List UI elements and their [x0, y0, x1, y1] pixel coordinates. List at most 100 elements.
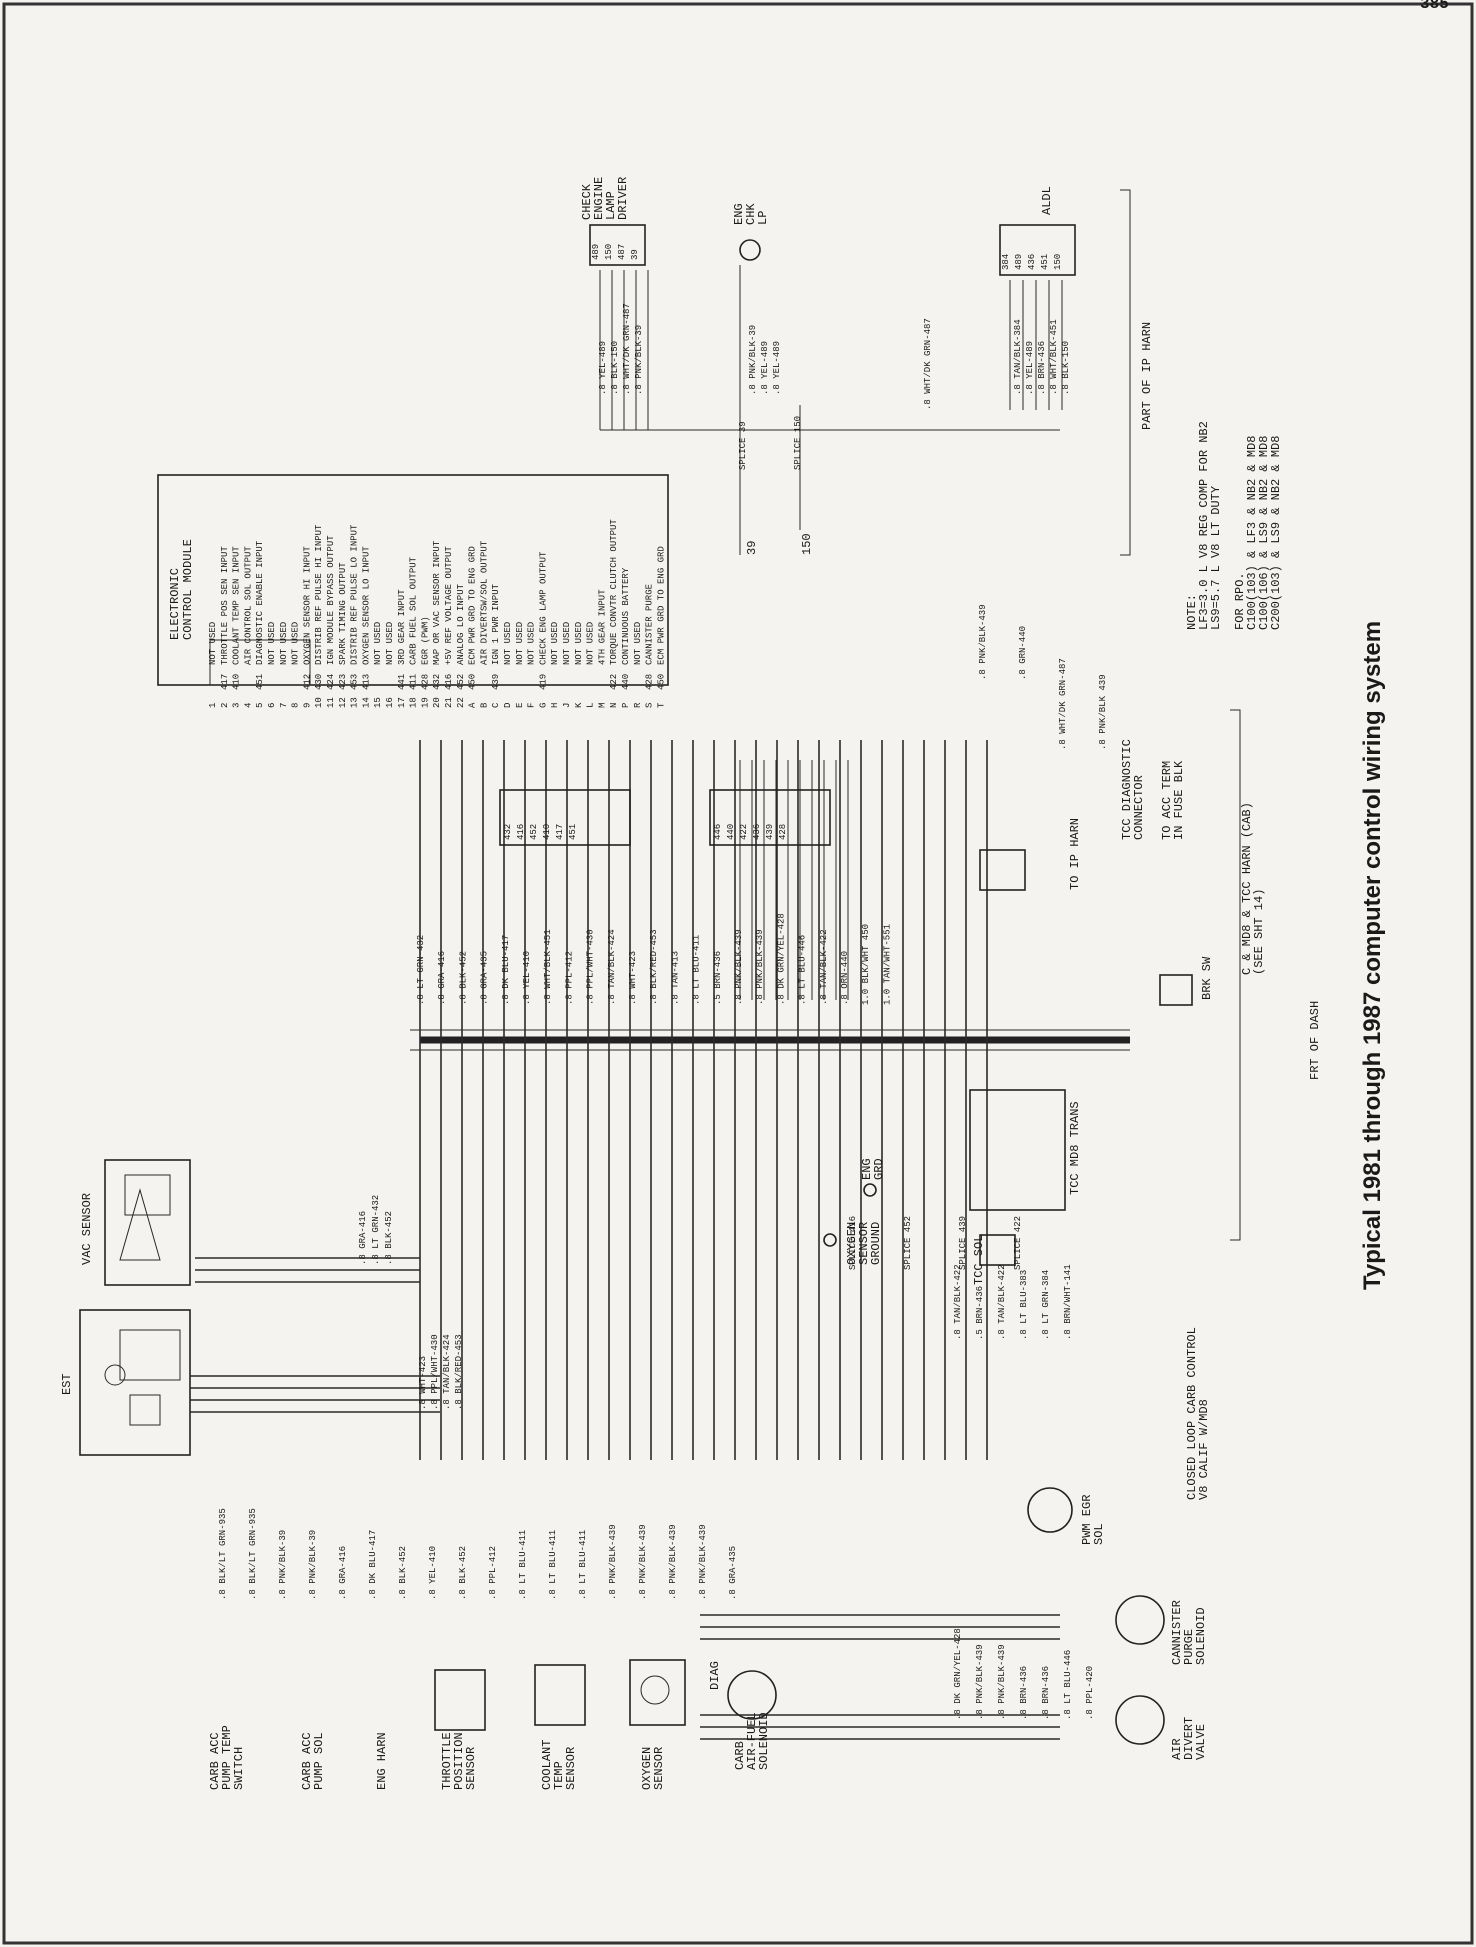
ecm-pin-label: CHECK ENG LAMP OUTPUT	[538, 551, 548, 665]
cannister-purge-solenoid-label: SOLENOID	[1194, 1607, 1208, 1665]
ip-harn-bracket	[1120, 189, 1131, 556]
ecm-pin-id: 13	[350, 697, 360, 708]
wire-label: .8 YEL-410	[428, 1546, 438, 1600]
cannister-purge-solenoid-symbol	[1115, 1595, 1165, 1645]
ecm-pin-circuit: 453	[350, 674, 360, 690]
carb-acc-pump-temp-switch-label: PUMP TEMP	[220, 1725, 234, 1790]
wire-bundle	[190, 265, 1063, 1740]
oxygen-sensor-label: SENSOR	[652, 1747, 666, 1790]
carb-air-fuel-solenoid-label: AIR-FUEL	[745, 1712, 759, 1770]
wire-label: .8 PPL-420	[1085, 1666, 1095, 1720]
note-line: C100(106) & LS9 & NB2 & MD8	[1257, 436, 1271, 630]
ecm-pin-label: NOT USED	[208, 622, 218, 665]
wire-label: .8 LT GRN-384	[1041, 1270, 1051, 1340]
ecm-pin-label: TORQUE CONVTR CLUTCH OUTPUT	[609, 519, 619, 665]
ecm-pin-circuit: 416	[444, 674, 454, 690]
throttle-position-sensor-symbol	[434, 1669, 486, 1731]
tcc-diagnostic-connector-label: CONNECTOR	[1132, 775, 1146, 840]
to-acc-term-label: IN FUSE BLK	[1172, 760, 1186, 840]
pwm-egr-sol-label: PWM EGR	[1080, 1495, 1094, 1545]
connector-pin: 489	[1014, 254, 1024, 270]
ecm-pin-label: NOT USED	[291, 622, 301, 665]
ecm-title-line: CONTROL MODULE	[181, 539, 195, 640]
ecm-pin-label: CANNISTER PURGE	[645, 584, 655, 665]
wire-label: .8 PPL/WHT-430	[586, 929, 596, 1005]
connector-pin: 428	[778, 824, 788, 840]
connector-pin: 422	[739, 824, 749, 840]
splice-label: SPLICE 439	[958, 1216, 968, 1270]
wire-label: .8 YEL-489	[1025, 341, 1035, 395]
coolant-temp-sensor-label: TEMP	[552, 1761, 566, 1790]
wire-label: .8 BLK-150	[610, 341, 620, 395]
wire-label: .8 TAN-413	[670, 951, 680, 1005]
wire-label: .8 LT BLU-446	[1063, 1650, 1073, 1720]
ecm-pin-label: EGR (PWM)	[420, 616, 430, 665]
oxygen-sensor-ground-symbol	[823, 1233, 837, 1247]
ecm-pin-id: 2	[220, 703, 230, 708]
splice-label: SPLICE 416	[848, 1216, 858, 1270]
wire-label: .8 DK BLU-417	[368, 1530, 378, 1600]
ecm-pin-circuit: 411	[409, 674, 419, 690]
throttle-position-sensor-label: SENSOR	[464, 1747, 478, 1790]
ecm-pin-label: NOT USED	[373, 622, 383, 665]
diag-label: DIAG	[708, 1661, 722, 1690]
ecm-pin-id: F	[527, 703, 537, 708]
carb-air-fuel-solenoid-label: CARB	[733, 1741, 747, 1770]
ecm-pin-circuit: 417	[220, 674, 230, 690]
ecm-pin-id: C	[491, 702, 501, 708]
wire-label: .8 TAN/BLK-422	[953, 1264, 963, 1340]
ecm-pin-id: 22	[456, 697, 466, 708]
ecm-pin-label: NOT USED	[562, 622, 572, 665]
ecm-pin-label: IGN MODULE BYPASS OUTPUT	[326, 535, 336, 665]
wire-label: .8 GRA-416	[437, 951, 447, 1005]
ecm-pin-id: 14	[361, 697, 371, 708]
c-md8-tcc-harn-label: (SEE SHT 14)	[1252, 889, 1266, 975]
cab-harn-bracket	[1230, 709, 1241, 1241]
to-ip-harn-label: TO IP HARN	[1068, 818, 1082, 890]
note-line: NOTE:	[1185, 594, 1199, 630]
ecm-pin-id: 6	[267, 703, 277, 708]
connector-pin: 150	[1053, 254, 1063, 270]
tcc-diagnostic-connector	[1159, 974, 1193, 1006]
ecm-pin-id: 10	[314, 697, 324, 708]
wire-label: .8 PNK/BLK-439	[755, 929, 765, 1005]
throttle-position-sensor-label: THROTTLE	[440, 1732, 454, 1790]
connector-pin: 487	[617, 244, 627, 260]
tcc-sol-connector	[979, 1234, 1016, 1266]
wire-label: .8 ORN-440	[840, 951, 850, 1005]
ecm-pin-id: 11	[326, 697, 336, 708]
ecm-pin-circuit: 450	[656, 674, 666, 690]
wire-label: .8 PNK/BLK-439	[997, 1644, 1007, 1720]
closed-loop-carb-control-label: V8 CALIF W/MD8	[1197, 1399, 1211, 1500]
ecm-pin-id: 15	[373, 697, 383, 708]
wire-label: .8 WHT/DK GRN-487	[622, 303, 632, 395]
ecm-pin-id: 3	[232, 703, 242, 708]
ecm-pin-label: CARB FUEL SOL OUTPUT	[409, 556, 419, 665]
ecm-pin-id: E	[515, 703, 525, 708]
est-label: EST	[60, 1373, 74, 1395]
wire-label: .8 BRN-436	[1037, 341, 1047, 395]
check-engine-lamp-label: CHECK	[580, 183, 594, 220]
ecm-pin-label: 4TH GEAR INPUT	[597, 589, 607, 665]
tcc-diagnostic-connector-label: TCC DIAGNOSTIC	[1120, 739, 1134, 840]
tcc-md8-trans-box	[969, 1089, 1066, 1211]
coolant-temp-sensor-symbol	[534, 1664, 586, 1726]
ecm-pin-label: NOT USED	[267, 622, 277, 665]
ecm-pin-id: S	[645, 703, 655, 708]
carb-acc-pump-temp-switch-label: SWITCH	[232, 1747, 246, 1790]
wire-label: .8 BRN/WHT-141	[1063, 1264, 1073, 1340]
carb-acc-pump-temp-switch-label: CARB ACC	[208, 1732, 222, 1790]
vac-sensor-label: VAC SENSOR	[80, 1193, 94, 1265]
ecm-pin-id: B	[479, 702, 489, 708]
brk-sw-label: BRK SW	[1200, 956, 1214, 1000]
wire-label: .8 LT GRN-432	[371, 1195, 381, 1265]
cannister-purge-solenoid-label: PURGE	[1182, 1629, 1196, 1665]
wire-label: .8 PNK/BLK-439	[978, 604, 988, 680]
wire-label: .8 PNK/BLK-439	[638, 1524, 648, 1600]
wire-label: .8 DK GRN/YEL-428	[776, 913, 786, 1005]
ecm-pin-circuit: 428	[420, 674, 430, 690]
note-line: C200(103) & LS9 & NB2 & MD8	[1269, 436, 1283, 630]
wire-label: .8 YEL-410	[522, 951, 532, 1005]
ecm-pin-label: ANALOG LO INPUT	[456, 583, 466, 665]
